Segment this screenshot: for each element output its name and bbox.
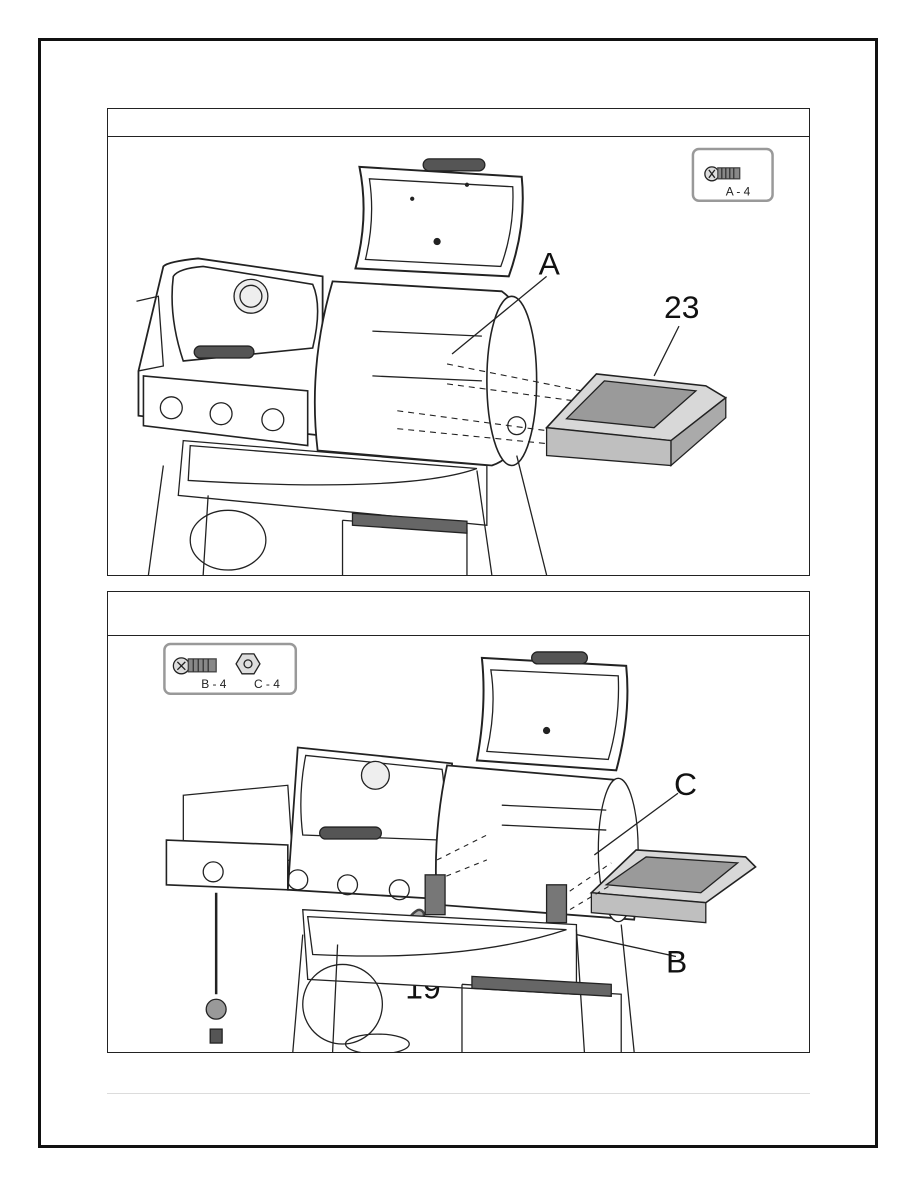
hardware-box: A - 4 xyxy=(693,149,773,201)
hardware-box: B - 4 C - 4 xyxy=(164,644,295,694)
step-1-panel: A - 4 xyxy=(107,108,810,576)
callout-c: C xyxy=(674,766,697,802)
callout-23: 23 xyxy=(664,289,699,325)
hardware-label-b: B - 4 xyxy=(201,677,227,691)
smoker-barrel xyxy=(315,281,537,465)
callout-a: A xyxy=(539,245,561,281)
step-2-panel: B - 4 C - 4 xyxy=(107,591,810,1053)
step-1-illustration: A - 4 xyxy=(108,137,809,575)
smoker-lid xyxy=(477,652,628,770)
side-burner xyxy=(166,785,292,1043)
side-shelf xyxy=(547,374,726,466)
leader-23 xyxy=(654,326,679,376)
callout-b: B xyxy=(666,943,687,979)
bolt-icon xyxy=(705,167,740,181)
smoker-lid xyxy=(355,159,522,276)
step-2-header xyxy=(108,592,809,636)
nut-icon xyxy=(236,654,260,674)
hardware-label-a: A - 4 xyxy=(726,185,751,199)
footer-divider xyxy=(107,1093,810,1094)
step-1-header xyxy=(108,109,809,137)
step-2-illustration: B - 4 C - 4 xyxy=(108,636,809,1052)
hardware-label-c: C - 4 xyxy=(254,677,280,691)
grill-body xyxy=(136,258,322,445)
leader-b xyxy=(576,935,676,957)
grill-cart xyxy=(293,910,634,1052)
bolt-icon xyxy=(173,658,216,674)
